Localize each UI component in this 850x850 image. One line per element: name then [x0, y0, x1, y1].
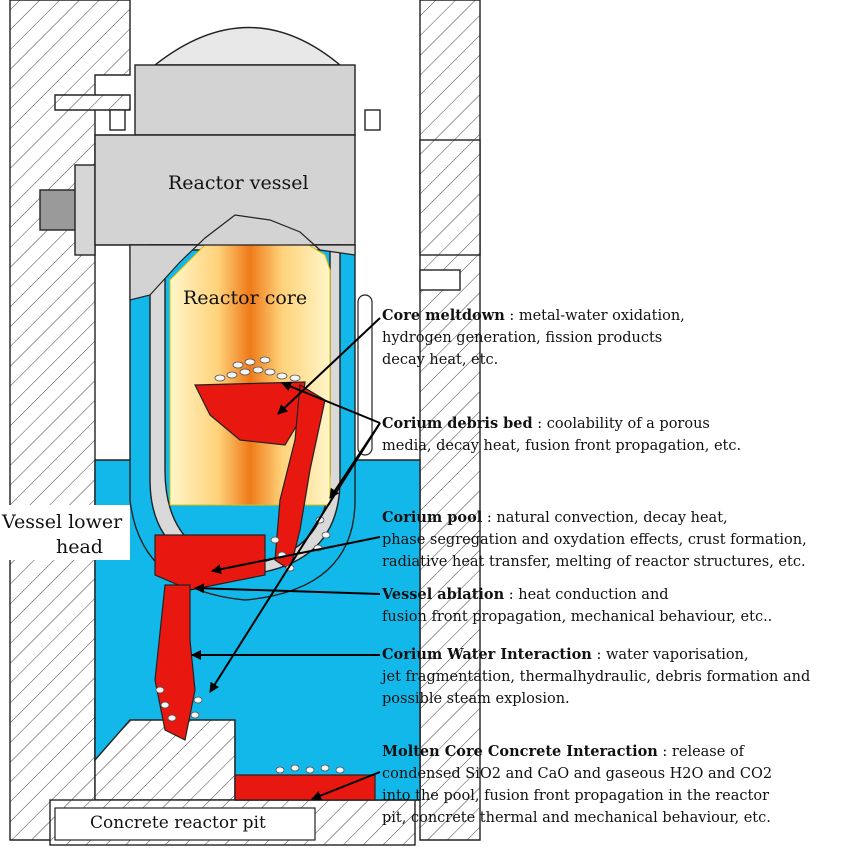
reactor-vessel-label: Reactor vessel [168, 172, 309, 194]
vessel-lower-head-label-2: head [56, 536, 103, 558]
reactor-core-label: Reactor core [183, 287, 308, 309]
annotation-molten-core-concrete-interaction: Molten Core Concrete Interaction : relea… [382, 743, 773, 826]
vessel-lower-head-label-1: Vessel lower [2, 511, 123, 533]
corium-lower-pool [154, 534, 266, 591]
debris [155, 356, 345, 774]
corium-flows [154, 381, 376, 801]
annotation-corium-water-interaction: Corium Water Interaction : water vaporis… [382, 646, 811, 707]
concrete-reactor-pit-label: Concrete reactor pit [90, 813, 266, 833]
annotation-title: Vessel ablation [382, 586, 505, 603]
annotation-vessel-ablation: Vessel ablation : heat conduction and fu… [382, 586, 773, 625]
instrument-tube [357, 294, 373, 456]
annotation-title: Corium debris bed [382, 415, 533, 432]
annotation-title: Corium Water Interaction [382, 646, 592, 663]
annotation-title: Corium pool [382, 509, 483, 526]
annotation-title: Molten Core Concrete Interaction [382, 743, 658, 760]
annotation-core-meltdown: Core meltdown : metal-water oxidation, h… [382, 307, 685, 368]
annotation-corium-pool: Corium pool : natural convection, decay … [382, 509, 807, 570]
corium-pit-pool [234, 774, 376, 801]
arrows [191, 317, 381, 801]
vessel-head [94, 26, 356, 246]
lower-head-label-bg [0, 505, 130, 560]
corium-core-pool [194, 381, 306, 446]
annotation-title: Core meltdown [382, 307, 505, 324]
annotation-corium-debris-bed: Corium debris bed : coolability of a por… [382, 415, 742, 454]
